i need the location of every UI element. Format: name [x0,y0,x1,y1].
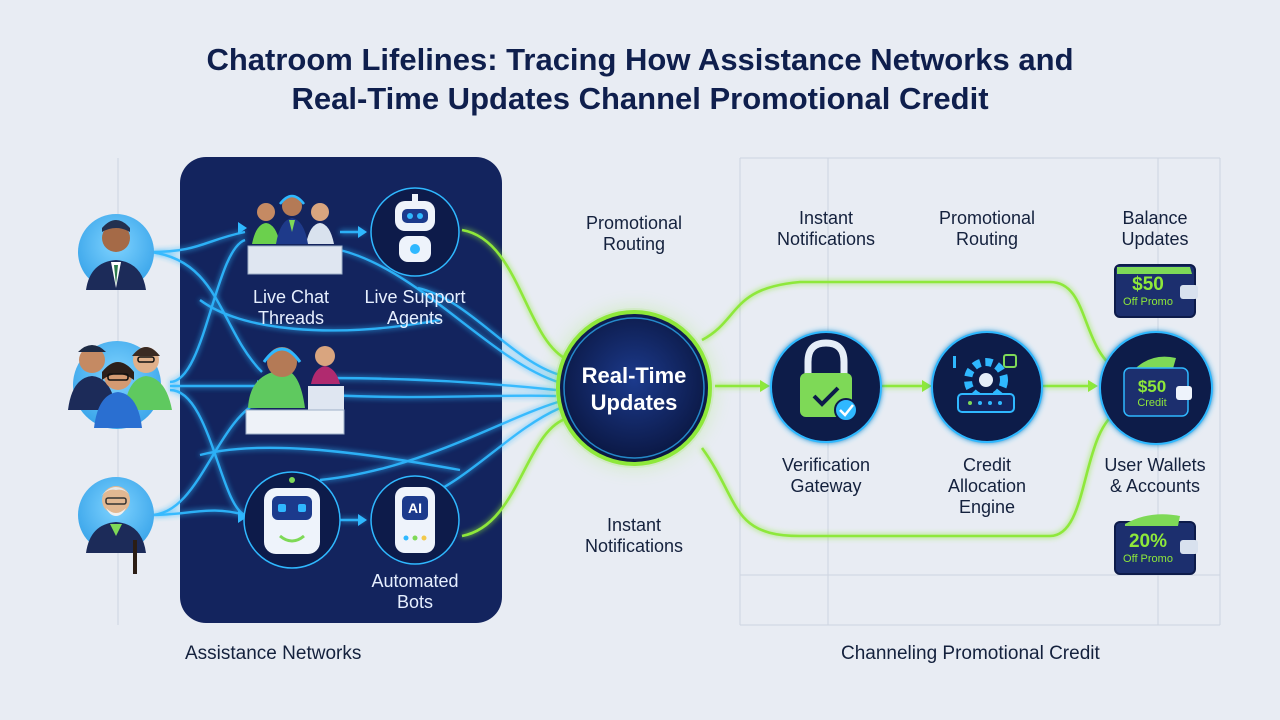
wallet-caption: Credit [1137,397,1167,409]
page-title: Chatroom Lifelines: Tracing How Assistan… [0,40,1280,118]
label-line: Updates [1121,229,1189,249]
card-bottom-amount: 20% [1128,531,1168,552]
label-line: Credit [962,455,1011,475]
label-line: Bots [396,592,434,612]
label-line: Instant [798,208,854,228]
robot-agent-icon [370,187,460,277]
label-line: Live Support [364,287,466,307]
label-automated-bots: Automated Bots [325,571,505,613]
wallet-icon [1099,331,1213,445]
label-line: Live Chat [252,287,330,307]
green-flows [461,228,1121,538]
label-line: Notifications [776,229,876,249]
real-time-updates-hub [554,308,714,468]
bot-icon [243,471,341,569]
title-line-2: Real-Time Updates Channel Promotional Cr… [291,81,989,116]
label-live-support-agents: Live Support Agents [325,287,505,329]
label-line: Agents [386,308,444,328]
card-top-amount: $50 [1132,274,1164,295]
label-line: Real-Time [581,363,687,388]
assistance-networks-label: Assistance Networks [185,643,362,664]
label-line: Balance [1122,208,1188,228]
label-credit-allocation-engine: Credit Allocation Engine [897,455,1077,518]
promo-card-top [1114,264,1198,318]
label-line: Instant [606,515,662,535]
label-line: Promotional [585,213,683,233]
label-instant-notifications-top: Instant Notifications [736,208,916,250]
label-line: Threads [257,308,325,328]
channeling-credit-label: Channeling Promotional Credit [841,643,1100,664]
chat-team-icon [247,194,343,275]
label-promotional-routing-top: Promotional Routing [897,208,1077,250]
hub-label: Real-Time Updates [544,362,724,416]
avatar-group-icon [68,341,172,429]
wallet-amount: $50 [1137,377,1167,396]
label-line: Routing [602,234,666,254]
support-desk-icon [245,346,345,435]
ai-phone-icon [370,475,460,565]
card-bottom-caption: Off Promo [1123,553,1173,565]
card-top-caption: Off Promo [1123,296,1173,308]
blue-flows [149,230,561,522]
label-line: Automated [371,571,459,591]
label-line: Gateway [790,476,862,496]
label-line: Promotional [938,208,1036,228]
lock-check-icon [770,331,882,443]
ai-badge: AI [408,500,422,516]
promo-card-bottom [1114,514,1198,575]
label-promotional-routing-left: Promotional Routing [544,213,724,255]
label-instant-notifications-left: Instant Notifications [544,515,724,557]
title-line-1: Chatroom Lifelines: Tracing How Assistan… [206,42,1074,77]
label-user-wallets: User Wallets & Accounts [1065,455,1245,497]
green-arrowheads [760,380,1098,392]
gear-engine-icon [931,331,1043,443]
avatar-elder-icon [78,477,154,574]
label-line: Routing [955,229,1019,249]
label-line: Notifications [584,536,684,556]
label-line: Verification [781,455,871,475]
label-live-chat-threads: Live Chat Threads [201,287,381,329]
label-line: User Wallets [1104,455,1206,475]
label-line: Engine [958,497,1016,517]
label-line: Updates [590,390,678,415]
label-line: & Accounts [1109,476,1201,496]
avatar-businessman-icon [78,214,154,290]
label-line: Allocation [947,476,1027,496]
label-verification-gateway: Verification Gateway [736,455,916,497]
label-balance-updates: Balance Updates [1065,208,1245,250]
